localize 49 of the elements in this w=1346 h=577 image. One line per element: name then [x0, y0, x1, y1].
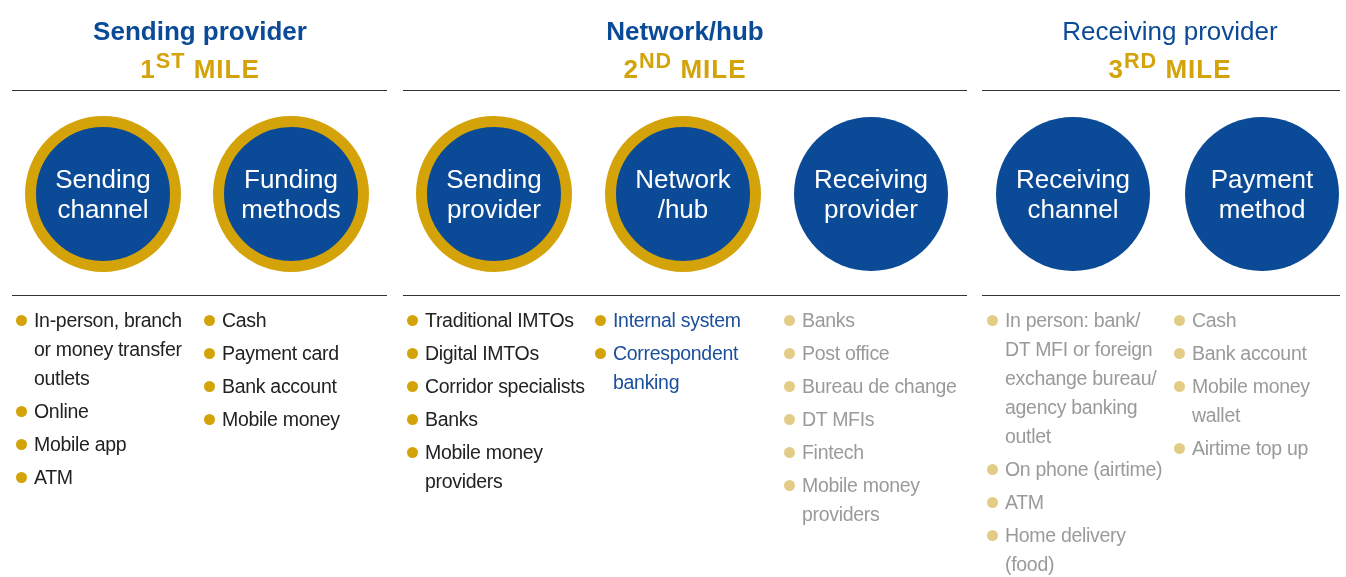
bullet-item: Online — [14, 397, 196, 426]
bullet-item: Cash — [202, 306, 384, 335]
node-label: Network /hub — [634, 164, 732, 224]
bullet-item: Bank account — [1172, 339, 1346, 368]
node-label: Sending channel — [54, 164, 152, 224]
bullet-item: In person: bank/ DT MFI or foreign exchange bureau/ agency banking outlet — [985, 306, 1167, 451]
bullet-item: Payment card — [202, 339, 384, 368]
bullet-item: Airtime top up — [1172, 434, 1346, 463]
bullet-item: On phone (airtime) — [985, 455, 1167, 484]
circle-node — [213, 116, 369, 272]
section-heading: Receiving provider — [1062, 16, 1278, 47]
circle-node — [25, 116, 181, 272]
circle-node — [1184, 116, 1340, 272]
circle-node — [793, 116, 949, 272]
bullet-item: Banks — [782, 306, 964, 335]
bullet-item: DT MFIs — [782, 405, 964, 434]
bullet-item: Post office — [782, 339, 964, 368]
bullet-item: Mobile money — [202, 405, 384, 434]
section-heading: Network/hub — [606, 16, 764, 47]
bullet-item: Banks — [405, 405, 587, 434]
bullet-item: Mobile money wallet — [1172, 372, 1346, 430]
bullet-item: Cash — [1172, 306, 1346, 335]
circle-node — [416, 116, 572, 272]
bullet-item: Correspondent banking — [593, 339, 775, 397]
bullet-item: ATM — [14, 463, 196, 492]
bullet-item: Bureau de change — [782, 372, 964, 401]
bullet-item: Corridor specialists — [405, 372, 587, 401]
bullet-item: ATM — [985, 488, 1167, 517]
node-label: Sending provider — [445, 164, 543, 224]
mile-heading: 1$^{ST}$ MILE — [140, 48, 260, 85]
circle-node — [605, 116, 761, 272]
bullet-item: Mobile money providers — [405, 438, 587, 496]
bullet-item: Traditional IMTOs — [405, 306, 587, 335]
circle-node — [995, 116, 1151, 272]
node-label: Funding methods — [240, 164, 342, 224]
node-label: Payment method — [1209, 164, 1315, 224]
section-heading: Sending provider — [93, 16, 307, 47]
bullet-item: Digital IMTOs — [405, 339, 587, 368]
node-label: Receiving provider — [812, 164, 930, 224]
bullet-item: Home delivery (food) — [985, 521, 1167, 577]
node-label: Receiving channel — [1014, 164, 1132, 224]
bullet-item: Internal system — [593, 306, 775, 335]
bullet-item: In-person, branch or money transfer outlets — [14, 306, 196, 393]
mile-heading: 2$^{ND}$ MILE — [623, 48, 747, 85]
mile-heading: 3$^{RD}$ MILE — [1108, 48, 1232, 85]
bullet-item: Bank account — [202, 372, 384, 401]
bullet-item: Mobile money providers — [782, 471, 964, 529]
bullet-item: Fintech — [782, 438, 964, 467]
bullet-item: Mobile app — [14, 430, 196, 459]
